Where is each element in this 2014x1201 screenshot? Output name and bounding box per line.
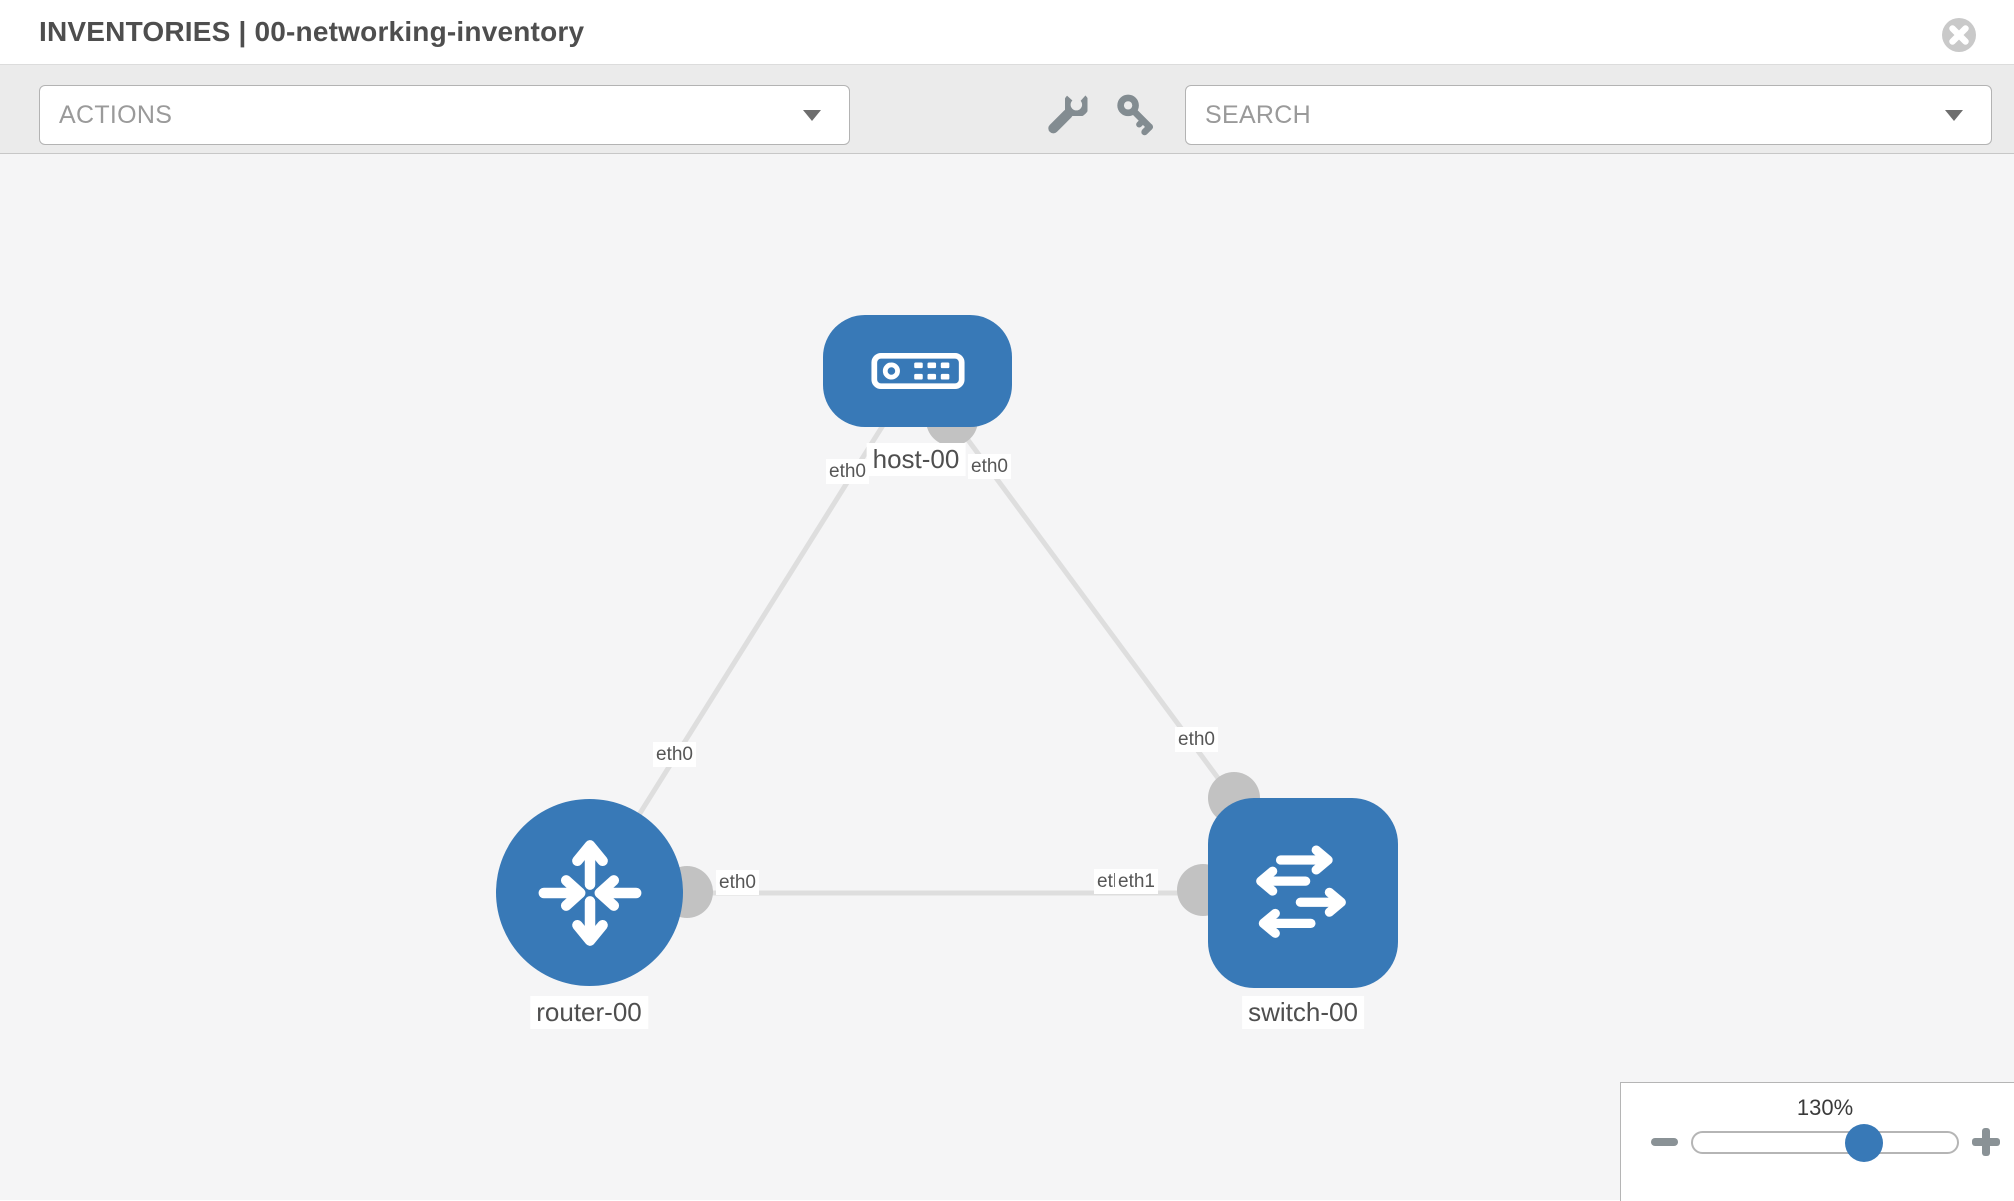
link-host-00-router-00[interactable] <box>587 369 920 895</box>
search-dropdown[interactable]: SEARCH <box>1185 85 1992 145</box>
interface-label: eth0 <box>716 870 759 895</box>
node-router-00[interactable] <box>496 799 683 986</box>
caret-down-icon <box>1945 110 1963 121</box>
interface-label: eth0 <box>968 454 1011 479</box>
zoom-level: 130% <box>1796 1095 1854 1120</box>
zoom-slider-track[interactable] <box>1691 1131 1959 1154</box>
close-button[interactable] <box>1941 17 1977 53</box>
router-icon <box>538 839 641 946</box>
close-icon <box>1942 18 1976 52</box>
page-title: INVENTORIES | 00-networking-inventory <box>39 16 585 47</box>
actions-dropdown[interactable]: ACTIONS <box>39 85 850 145</box>
credentials-button[interactable] <box>1112 91 1160 139</box>
node-label-switch: switch-00 <box>1242 996 1364 1029</box>
caret-down-icon <box>803 110 821 121</box>
actions-dropdown-label: ACTIONS <box>59 100 173 129</box>
interface-label: eth1 <box>1115 869 1158 894</box>
zoom-panel: 130% <box>1620 1082 2014 1201</box>
node-switch-00[interactable] <box>1208 798 1398 988</box>
node-host-00[interactable] <box>823 315 1012 427</box>
topology-edges <box>587 369 1306 918</box>
toolbar: ACTIONS SEARCH <box>0 64 2014 155</box>
host-icon <box>870 352 965 390</box>
zoom-slider-thumb[interactable] <box>1845 1124 1883 1162</box>
zoom-out-button[interactable] <box>1651 1138 1678 1146</box>
node-label-router: router-00 <box>530 996 648 1029</box>
node-label-host: host-00 <box>866 443 966 476</box>
header: INVENTORIES | 00-networking-inventory <box>0 0 2014 64</box>
search-placeholder: SEARCH <box>1205 100 1311 129</box>
interface-label: eth0 <box>653 742 696 767</box>
zoom-in-button[interactable] <box>1972 1128 2000 1156</box>
topology-canvas[interactable]: host-00 router-00 switch-00 eth0 eth0 et… <box>0 154 2014 1200</box>
interface-label: eth0 <box>826 459 869 484</box>
wrench-icon <box>1048 91 1090 134</box>
key-icon <box>1117 94 1153 136</box>
interface-label: eth0 <box>1175 727 1218 752</box>
switch-icon <box>1256 845 1346 938</box>
tools-button[interactable] <box>1043 91 1091 139</box>
